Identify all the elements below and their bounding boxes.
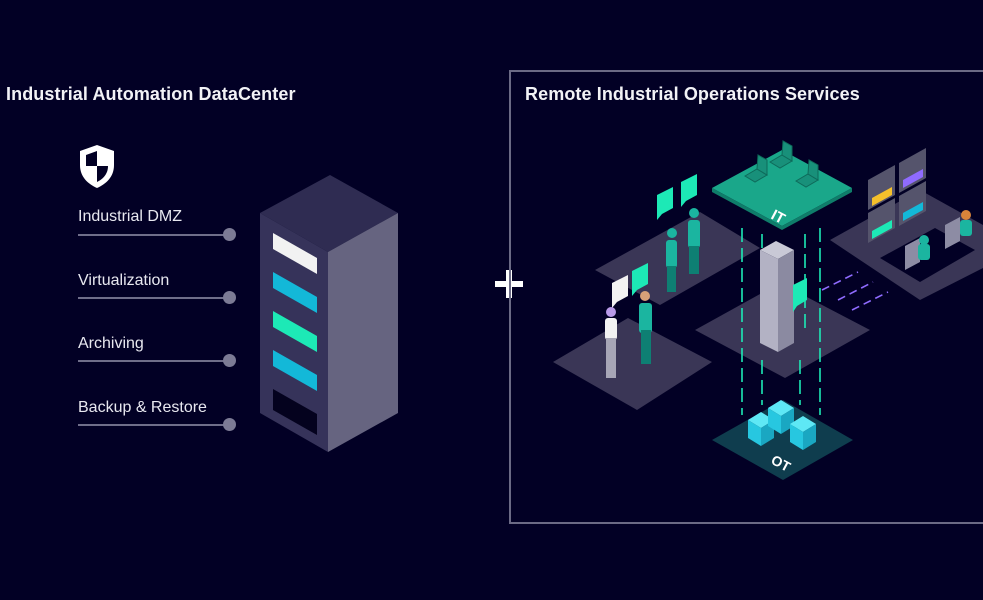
- operator-figure: [905, 210, 972, 270]
- rack-top: [260, 175, 398, 252]
- rack-side: [328, 213, 398, 452]
- feature-label: Industrial DMZ: [78, 208, 183, 225]
- chat-bubble-icons: [612, 174, 697, 308]
- shield-icon: [80, 145, 114, 188]
- feature-dot: [223, 354, 236, 367]
- feature-dot: [223, 291, 236, 304]
- feature-label: Virtualization: [78, 272, 170, 289]
- rack-slot: [273, 311, 317, 352]
- central-server: [760, 241, 794, 352]
- server-status-icon: [793, 278, 807, 312]
- feature-label: Archiving: [78, 335, 144, 352]
- feature-line: [78, 424, 224, 426]
- engineer-figures: [605, 208, 700, 378]
- remote-services-panel: [509, 70, 983, 524]
- operations-illustration: IT OT: [553, 140, 983, 480]
- remote-link-arrows: [821, 271, 889, 311]
- platform-left-front: [553, 318, 712, 410]
- feature-dot: [223, 418, 236, 431]
- rack-slot: [273, 233, 317, 274]
- dashboard-screens: [868, 148, 926, 243]
- remote-services-title: Remote Industrial Operations Services: [525, 84, 860, 104]
- server-rack-illustration: [260, 175, 398, 452]
- laptop-icon: [744, 140, 819, 188]
- feature-dot: [223, 228, 236, 241]
- feature-label: Backup & Restore: [78, 399, 207, 416]
- rack-slot: [273, 272, 317, 313]
- ot-device-cubes: [748, 400, 816, 450]
- rack-slot: [273, 389, 317, 435]
- datacenter-title: Industrial Automation DataCenter: [6, 84, 296, 104]
- feature-line: [78, 297, 224, 299]
- rack-slot: [273, 350, 317, 391]
- ot-platform: [712, 400, 853, 480]
- feature-line: [78, 234, 224, 236]
- feature-line: [78, 360, 224, 362]
